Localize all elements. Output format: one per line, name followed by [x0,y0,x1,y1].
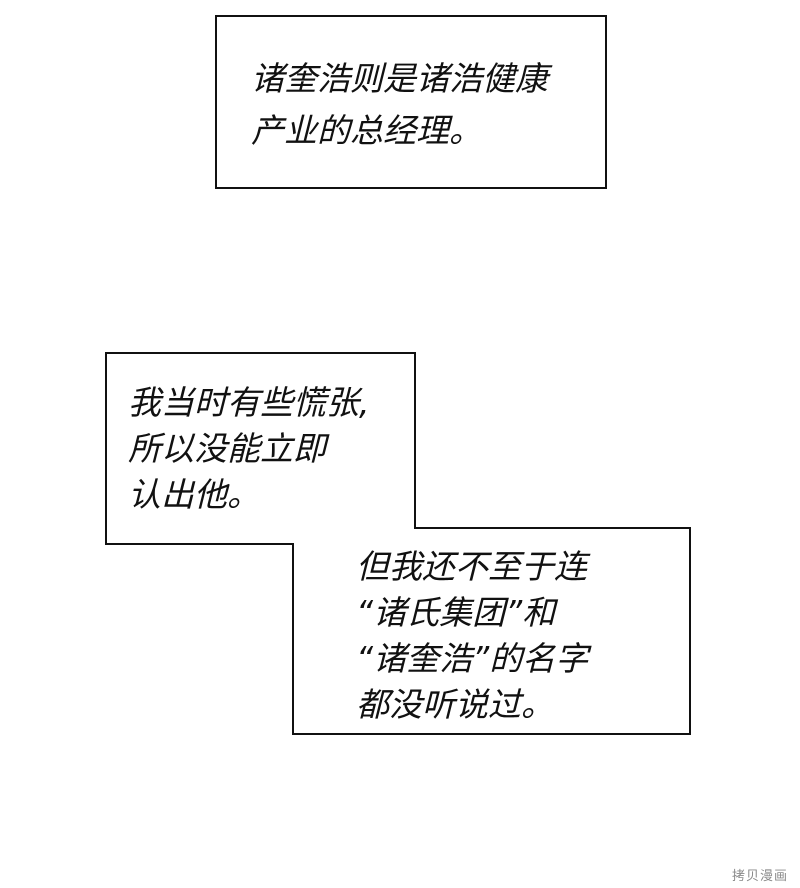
caption-text-bottom: 但我还不至于连 “诸氏集团”和 “诸奎浩”的名字 都没听说过。 [356,544,588,728]
caption-text-middle: 我当时有些慌张, 所以没能立即 认出他。 [128,380,370,518]
watermark-text: 拷贝漫画 [731,869,788,884]
caption-line: 诸奎浩则是诸浩健康 [251,59,548,98]
caption-line: 我当时有些慌张, [128,383,370,422]
caption-outline-shape [105,352,691,735]
caption-line: 都没听说过。 [356,685,554,724]
caption-text-top: 诸奎浩则是诸浩健康 产业的总经理。 [251,53,548,157]
caption-line: 认出他。 [128,475,260,514]
caption-box-top: 诸奎浩则是诸浩健康 产业的总经理。 [215,15,607,189]
caption-line: 所以没能立即 [128,429,326,468]
caption-line: “诸奎浩”的名字 [356,639,589,678]
caption-line: 但我还不至于连 [356,547,587,586]
caption-line: 产业的总经理。 [251,111,482,150]
caption-line: “诸氏集团”和 [356,593,556,632]
